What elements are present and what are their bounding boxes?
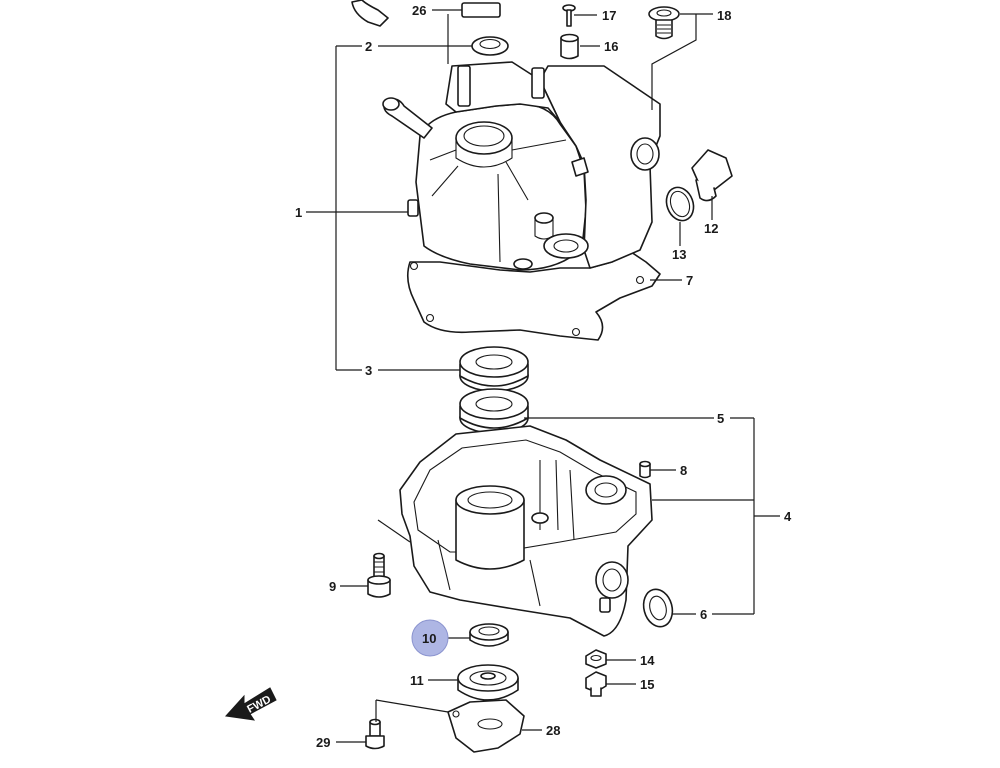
callout-9[interactable]: 9 bbox=[329, 579, 336, 594]
callout-28[interactable]: 28 bbox=[546, 723, 560, 738]
callout-7[interactable]: 7 bbox=[686, 273, 693, 288]
part-29-bolt bbox=[365, 718, 385, 750]
part-16-sleeve bbox=[560, 33, 579, 60]
callout-16[interactable]: 16 bbox=[604, 39, 618, 54]
callout-10[interactable]: 10 bbox=[422, 631, 436, 646]
callout-13[interactable]: 13 bbox=[672, 247, 686, 262]
callout-18[interactable]: 18 bbox=[717, 8, 731, 23]
callout-3[interactable]: 3 bbox=[365, 363, 372, 378]
part-2-oil-seal bbox=[471, 36, 509, 56]
callout-6[interactable]: 6 bbox=[700, 607, 707, 622]
callout-5[interactable]: 5 bbox=[717, 411, 724, 426]
callout-17[interactable]: 17 bbox=[602, 8, 616, 23]
part-8-dowel-pin bbox=[639, 460, 651, 479]
fwd-direction-arrow: FWD bbox=[225, 687, 277, 721]
part-26-breather bbox=[351, 0, 501, 27]
callout-11[interactable]: 11 bbox=[410, 673, 424, 688]
part-15-bolt bbox=[585, 671, 607, 697]
part-13-o-ring bbox=[665, 186, 695, 222]
callout-15[interactable]: 15 bbox=[640, 677, 654, 692]
callout-1[interactable]: 1 bbox=[295, 205, 302, 220]
callout-2[interactable]: 2 bbox=[365, 39, 372, 54]
callout-12[interactable]: 12 bbox=[704, 221, 718, 236]
callout-labels: 26 17 18 2 16 1 12 13 7 3 5 8 4 9 6 10 1… bbox=[295, 3, 792, 750]
part-6-oil-seal bbox=[642, 588, 674, 628]
part-1-upper-case bbox=[382, 61, 661, 341]
part-17-screw bbox=[562, 4, 576, 27]
part-10-oil-seal bbox=[469, 623, 509, 647]
part-18-drain-plug bbox=[648, 6, 680, 40]
part-4-lower-case bbox=[399, 425, 653, 637]
part-28-bracket bbox=[447, 699, 525, 753]
part-9-bolt bbox=[367, 552, 391, 598]
part-12-oil-cap bbox=[691, 149, 733, 202]
fwd-label: FWD bbox=[245, 693, 273, 715]
part-3-bearing bbox=[459, 346, 529, 392]
callout-26[interactable]: 26 bbox=[412, 3, 426, 18]
part-14-nut bbox=[585, 649, 607, 669]
part-5-bearing bbox=[459, 388, 529, 434]
callout-14[interactable]: 14 bbox=[640, 653, 655, 668]
highlight-marker-part-10[interactable] bbox=[411, 619, 449, 657]
callout-4[interactable]: 4 bbox=[784, 509, 792, 524]
callout-29[interactable]: 29 bbox=[316, 735, 330, 750]
part-11-oil-pump-cover bbox=[457, 664, 519, 701]
callout-8[interactable]: 8 bbox=[680, 463, 687, 478]
leader-lines bbox=[306, 9, 780, 743]
